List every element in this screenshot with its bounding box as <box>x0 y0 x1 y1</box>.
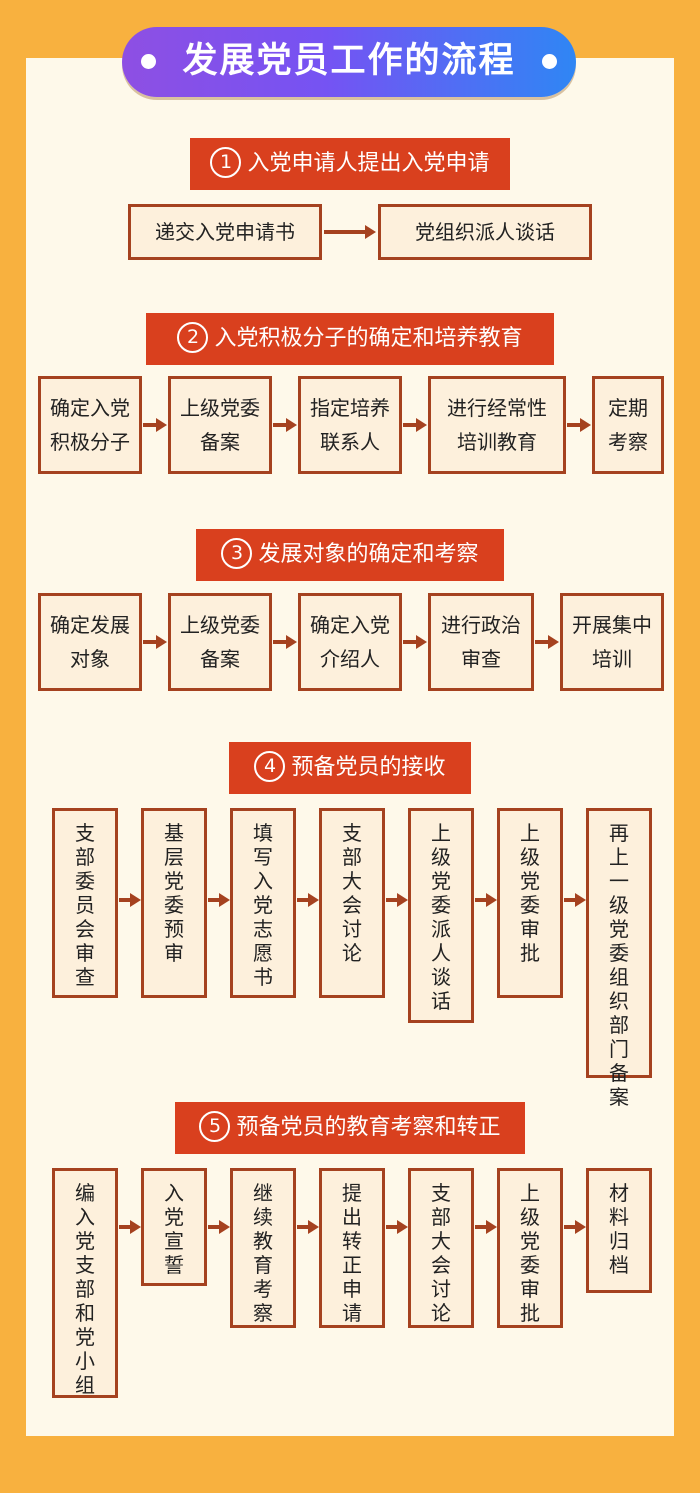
step-4-box-6: 上级党委审批 <box>497 808 563 998</box>
arrow-right-icon <box>208 1220 230 1234</box>
step-5-number: 5 <box>199 1110 231 1142</box>
step-3-box-1: 确定发展对象 <box>38 593 142 691</box>
step-2-box-5: 定期考察 <box>592 376 664 474</box>
step-3-box-5: 开展集中培训 <box>560 593 664 691</box>
step-2-title: 入党积极分子的确定和培养教育 <box>214 326 523 351</box>
step-2-box-3: 指定培养联系人 <box>298 376 402 474</box>
step-5-box-3: 继续教育考察 <box>230 1168 296 1328</box>
step-3-box-3: 确定入党介绍人 <box>298 593 402 691</box>
page-title: 发展党员工作的流程 <box>182 41 516 81</box>
decor-dot-left <box>141 54 156 69</box>
arrow-right-icon <box>297 1220 319 1234</box>
step-1-box-1: 递交入党申请书 <box>128 204 322 260</box>
arrow-right-icon <box>273 635 297 649</box>
step-5-box-6: 上级党委审批 <box>497 1168 563 1328</box>
step-4-box-2: 基层党委预审 <box>141 808 207 998</box>
step-4-number: 4 <box>254 750 286 782</box>
arrow-right-icon <box>208 893 230 907</box>
title-banner: 发展党员工作的流程 <box>122 27 576 97</box>
arrow-right-icon <box>564 893 586 907</box>
step-5-box-1: 编入党支部和党小组 <box>52 1168 118 1398</box>
step-4-box-4: 支部大会讨论 <box>319 808 385 998</box>
arrow-right-icon <box>119 893 141 907</box>
step-1-box-2: 党组织派人谈话 <box>378 204 592 260</box>
step-4-box-3: 填写入党志愿书 <box>230 808 296 998</box>
arrow-right-icon <box>297 893 319 907</box>
arrow-right-icon <box>386 1220 408 1234</box>
arrow-right-icon <box>535 635 559 649</box>
arrow-right-icon <box>143 635 167 649</box>
step-5-title: 预备党员的教育考察和转正 <box>236 1115 501 1140</box>
arrow-right-icon <box>119 1220 141 1234</box>
step-5-box-5: 支部大会讨论 <box>408 1168 474 1328</box>
arrow-right-icon <box>475 893 497 907</box>
step-5-box-7: 材料归档 <box>586 1168 652 1293</box>
step-3-title: 发展对象的确定和考察 <box>258 542 479 567</box>
arrow-right-icon <box>324 225 376 239</box>
step-1-number: 1 <box>210 146 242 178</box>
arrow-right-icon <box>386 893 408 907</box>
step-3-box-4: 进行政治审查 <box>428 593 534 691</box>
arrow-right-icon <box>403 635 427 649</box>
arrow-right-icon <box>475 1220 497 1234</box>
step-4-title: 预备党员的接收 <box>291 755 446 780</box>
step-2-box-4: 进行经常性培训教育 <box>428 376 566 474</box>
step-4-box-7: 再上一级党委组织部门备案 <box>586 808 652 1109</box>
step-2-box-1: 确定入党积极分子 <box>38 376 142 474</box>
step-4-box-1: 支部委员会审查 <box>52 808 118 998</box>
arrow-right-icon <box>564 1220 586 1234</box>
arrow-right-icon <box>143 418 167 432</box>
step-2-number: 2 <box>177 321 209 353</box>
arrow-right-icon <box>567 418 591 432</box>
decor-dot-right <box>542 54 557 69</box>
step-3-box-2: 上级党委备案 <box>168 593 272 691</box>
step-5-box-2: 入党宣誓 <box>141 1168 207 1286</box>
step-2-box-2: 上级党委备案 <box>168 376 272 474</box>
step-4-box-5: 上级党委派人谈话 <box>408 808 474 1023</box>
step-3-number: 3 <box>221 537 253 569</box>
arrow-right-icon <box>403 418 427 432</box>
arrow-right-icon <box>273 418 297 432</box>
step-1-title: 入党申请人提出入党申请 <box>247 151 490 176</box>
step-5-box-4: 提出转正申请 <box>319 1168 385 1328</box>
